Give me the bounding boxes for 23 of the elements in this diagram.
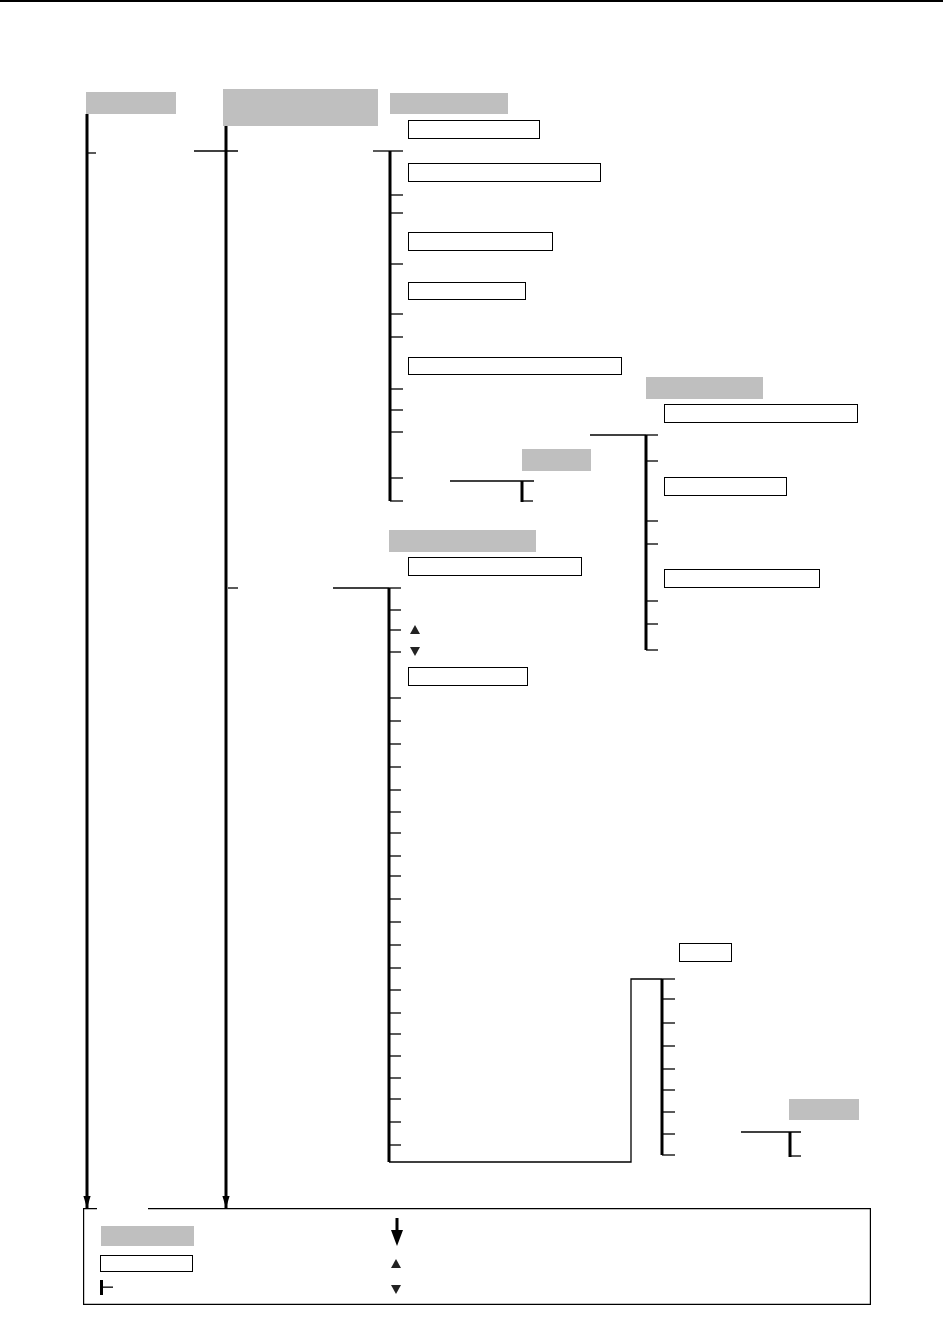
shaded-box <box>86 92 176 114</box>
shaded-box <box>789 1099 859 1120</box>
arrow <box>83 114 91 1208</box>
outlined-box <box>408 357 622 375</box>
outlined-box <box>664 404 858 423</box>
shaded-box <box>223 89 378 126</box>
arrow <box>222 126 230 1208</box>
outlined-box <box>664 477 787 496</box>
outlined-box <box>664 569 820 588</box>
outlined-box <box>679 943 732 962</box>
shaded-box <box>522 449 591 471</box>
shaded-box <box>101 1226 194 1246</box>
legend-panel <box>83 1208 871 1305</box>
shaded-box <box>390 93 508 114</box>
outlined-box <box>408 282 526 300</box>
outlined-box <box>100 1255 193 1272</box>
shaded-box <box>389 530 536 552</box>
outlined-box <box>408 232 553 251</box>
outlined-box <box>408 667 528 686</box>
outlined-box <box>408 163 601 182</box>
outlined-box <box>408 120 540 139</box>
shaded-box <box>646 377 763 399</box>
outlined-box <box>408 557 582 576</box>
